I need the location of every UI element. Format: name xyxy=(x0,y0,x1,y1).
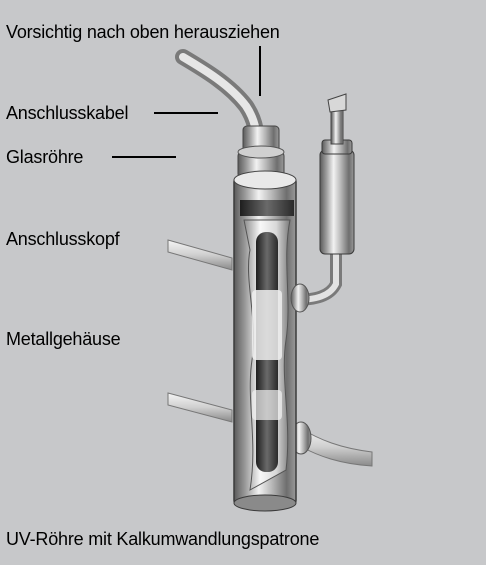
inlet-pipe xyxy=(168,240,232,422)
connection-head xyxy=(238,126,284,178)
label-cable: Anschlusskabel xyxy=(6,103,128,123)
label-pull-out: Vorsichtig nach oben herausziehen xyxy=(6,22,280,42)
label-housing: Metallgehäuse xyxy=(6,329,120,349)
label-connection-head: Anschlusskopf xyxy=(6,229,119,249)
limescale-cartridge xyxy=(291,94,354,312)
figure-caption: UV-Röhre mit Kalkumwandlungspatrone xyxy=(6,529,319,549)
label-glass-tube: Glasröhre xyxy=(6,147,83,167)
